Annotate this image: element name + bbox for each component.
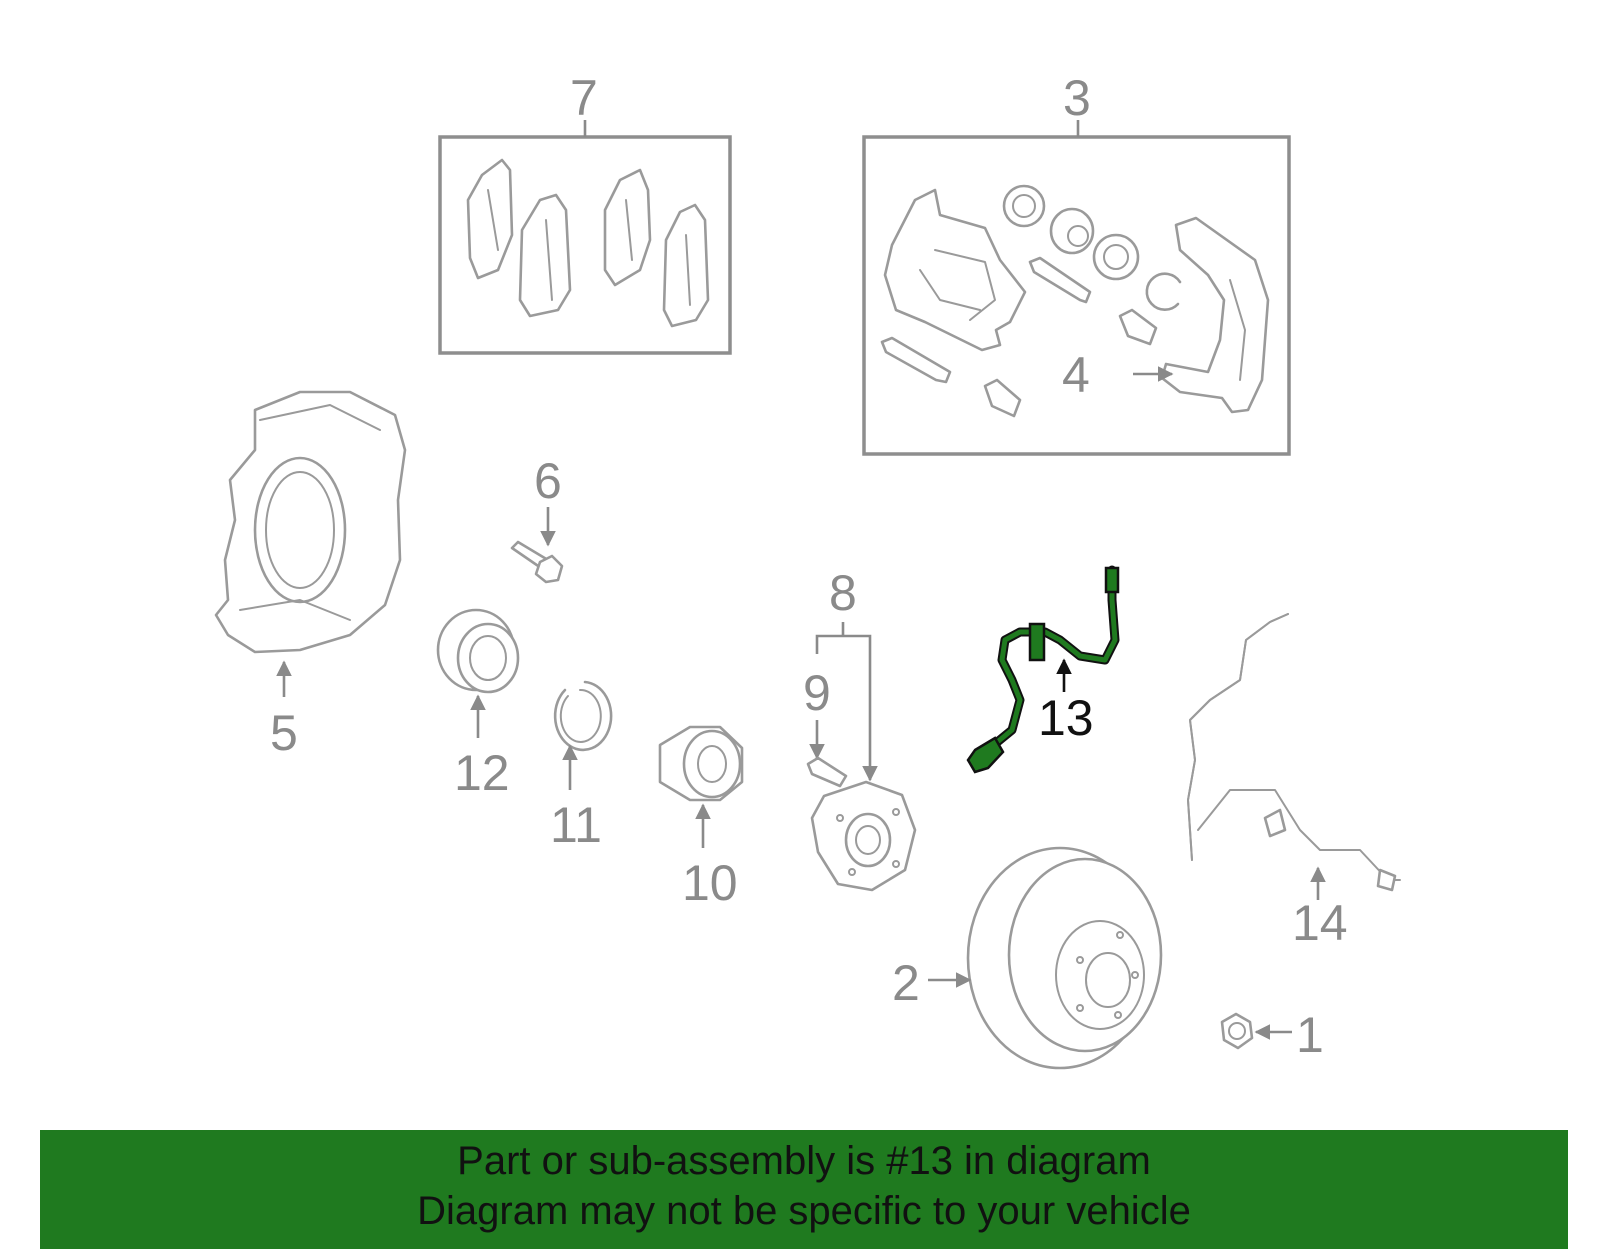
banner-disclaimer-text: Diagram may not be specific to your vehi…: [417, 1189, 1191, 1233]
callout-11: 11: [550, 797, 602, 853]
callout-3: 3: [1063, 70, 1091, 126]
wheel-bearing-10: [658, 725, 744, 848]
callout-6: 6: [534, 453, 562, 509]
callout-10: 10: [682, 855, 738, 911]
callout-14: 14: [1292, 895, 1348, 951]
callout-2: 2: [892, 955, 920, 1011]
bearing-12: [436, 608, 520, 738]
banner-part-text: Part or sub-assembly is #13 in diagram: [457, 1139, 1151, 1183]
nut-1: [1220, 1012, 1292, 1050]
callout-12: 12: [454, 745, 510, 801]
bolt-6: [510, 507, 564, 584]
callout-4: 4: [1062, 347, 1090, 403]
snap-ring-11: [553, 680, 613, 790]
callout-1: 1: [1296, 1007, 1324, 1063]
caliper-group: [862, 120, 1291, 456]
callout-5: 5: [270, 705, 298, 761]
brake-rotor-2: [928, 846, 1163, 1070]
hub-assembly: [806, 622, 917, 892]
callout-8: 8: [829, 565, 857, 621]
brake-hose-13[interactable]: [966, 565, 1120, 774]
brake-pads-group: [438, 120, 732, 355]
info-banner: Part or sub-assembly is #13 in diagram D…: [40, 1130, 1568, 1249]
abs-sensor-14: [1187, 613, 1401, 900]
callout-13: 13: [1038, 690, 1094, 746]
dust-shield: [214, 390, 407, 697]
callout-7: 7: [570, 70, 598, 126]
callout-9: 9: [803, 665, 831, 721]
